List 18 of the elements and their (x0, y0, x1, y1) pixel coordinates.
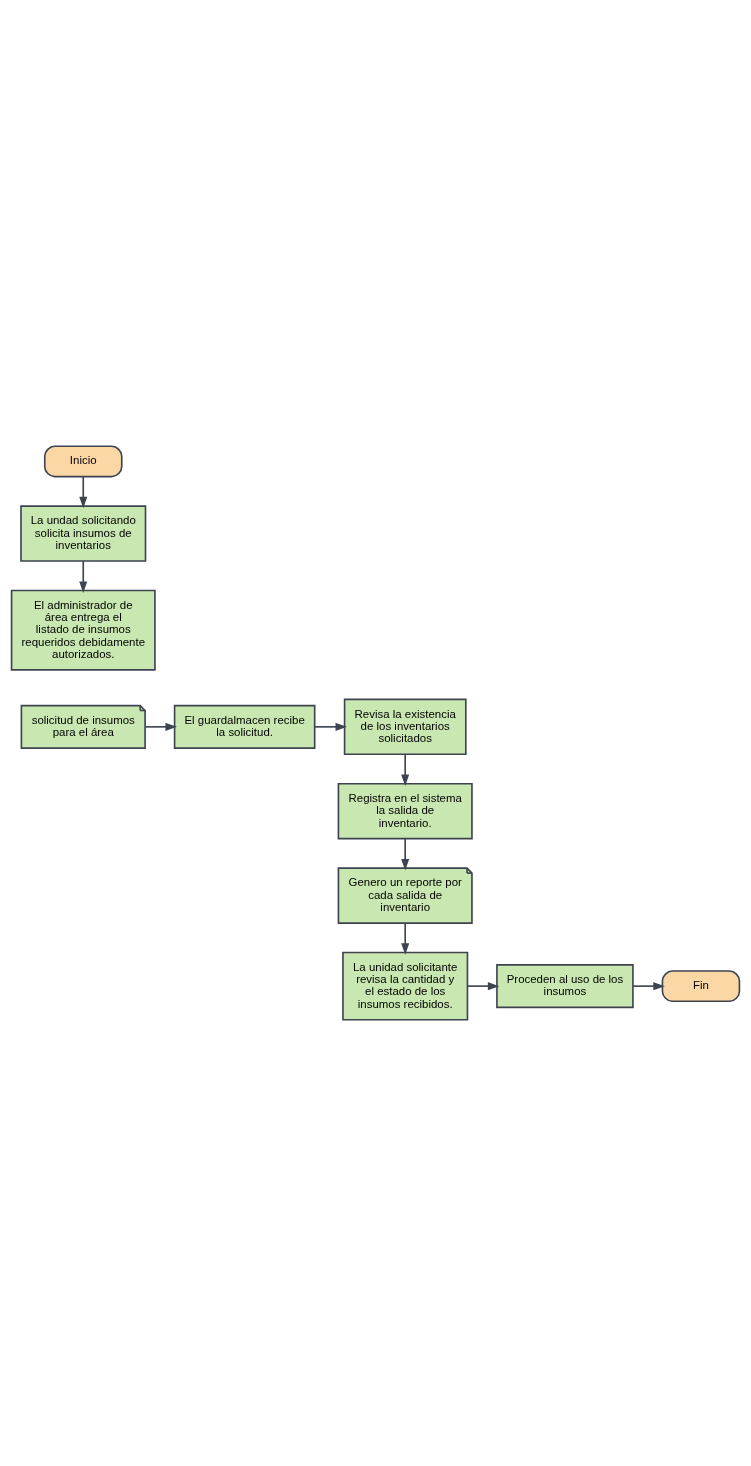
node-box: Proceden al uso de los insumos (496, 964, 634, 1009)
arrow (314, 722, 347, 731)
node-box: La unidad solicitante revisa la cantidad y el estado de los insumos recibidos. (342, 951, 469, 1021)
arrow (632, 982, 665, 991)
arrow (401, 922, 410, 955)
arrow (466, 982, 500, 991)
arrow (79, 476, 88, 509)
node-box: Revisa la existencia de los inventarios solicitados (343, 698, 467, 756)
node-box: El administrador de área entrega el listado de insumos requeridos debidamente autorizados. (10, 589, 156, 671)
arrow (79, 560, 88, 593)
node-box: El guardalmacen recibe la solicitud. (173, 704, 316, 749)
arrow (144, 722, 177, 731)
node-box: La undad solicitando solicita insumos de inventarios (20, 505, 147, 562)
arrow (401, 837, 410, 871)
arrow (401, 753, 410, 787)
node-box: Fin (661, 970, 741, 1003)
node-box: Registra en el sistema la salida de inventario. (337, 782, 473, 840)
node-box: Inicio (43, 445, 123, 478)
